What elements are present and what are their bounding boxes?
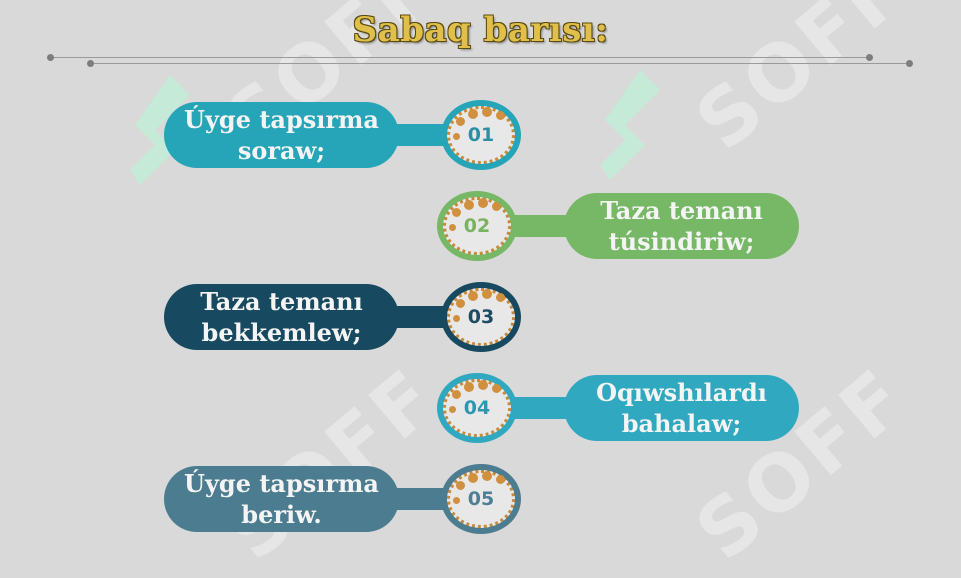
step-text-line1: Oqıwshılardı — [596, 378, 767, 407]
step-text-line1: Taza temanı — [600, 196, 763, 225]
bead-ornament-icon — [496, 111, 505, 120]
step-connector — [507, 215, 567, 237]
bead-ornament-icon — [468, 291, 478, 301]
bead-ornament-icon — [492, 202, 501, 211]
bead-ornament-icon — [456, 117, 465, 126]
divider-dot — [906, 60, 913, 67]
step-connector — [507, 397, 567, 419]
bead-ornament-icon — [482, 471, 492, 481]
bead-ornament-icon — [449, 224, 456, 231]
step-number-badge: 03 — [441, 282, 521, 352]
step-connector — [384, 488, 444, 510]
bead-ornament-icon — [482, 289, 492, 299]
title-divider-top — [50, 57, 870, 58]
bead-ornament-icon — [496, 475, 505, 484]
bead-ornament-icon — [452, 390, 461, 399]
bead-ornament-icon — [452, 208, 461, 217]
step-number-badge: 02 — [437, 191, 517, 261]
step-text-line2: túsindiriw; — [608, 227, 755, 256]
bead-ornament-icon — [464, 382, 474, 392]
divider-dot — [87, 60, 94, 67]
step-text-line2: beriw. — [241, 500, 322, 529]
title-divider-bottom — [90, 63, 910, 64]
step-number: 04 — [463, 397, 491, 419]
divider-dot — [47, 54, 54, 61]
step-text-line1: Úyge tapsırma — [184, 105, 379, 134]
watermark-logo-icon — [600, 70, 660, 180]
step-connector — [384, 306, 444, 328]
step-number-badge: 04 — [437, 373, 517, 443]
divider-dot — [866, 54, 873, 61]
step-connector — [384, 124, 444, 146]
step-number-ring: 03 — [447, 288, 515, 346]
bead-ornament-icon — [464, 200, 474, 210]
bead-ornament-icon — [496, 293, 505, 302]
step-number: 05 — [467, 488, 495, 510]
watermark-text: SOFF — [209, 351, 456, 578]
bead-ornament-icon — [453, 315, 460, 322]
bead-ornament-icon — [468, 109, 478, 119]
step-text-line2: bahalaw; — [621, 409, 742, 438]
bead-ornament-icon — [456, 481, 465, 490]
step-number: 01 — [467, 124, 495, 146]
step-number-badge: 05 — [441, 464, 521, 534]
step-number-ring: 02 — [443, 197, 511, 255]
step-text-line1: Taza temanı — [200, 287, 363, 316]
step-number-ring: 05 — [447, 470, 515, 528]
bead-ornament-icon — [449, 406, 456, 413]
step-text-line1: Úyge tapsırma — [184, 469, 379, 498]
step-number: 02 — [463, 215, 491, 237]
bead-ornament-icon — [492, 384, 501, 393]
step-number-ring: 01 — [447, 106, 515, 164]
step-number: 03 — [467, 306, 495, 328]
bead-ornament-icon — [478, 380, 488, 390]
slide-title: Sabaq barısı: — [352, 10, 609, 50]
bead-ornament-icon — [482, 107, 492, 117]
bead-ornament-icon — [453, 497, 460, 504]
step-text-line2: bekkemlew; — [201, 318, 362, 347]
step-text-line2: soraw; — [237, 136, 326, 165]
bead-ornament-icon — [478, 198, 488, 208]
bead-ornament-icon — [456, 299, 465, 308]
bead-ornament-icon — [453, 133, 460, 140]
step-number-badge: 01 — [441, 100, 521, 170]
step-number-ring: 04 — [443, 379, 511, 437]
bead-ornament-icon — [468, 473, 478, 483]
